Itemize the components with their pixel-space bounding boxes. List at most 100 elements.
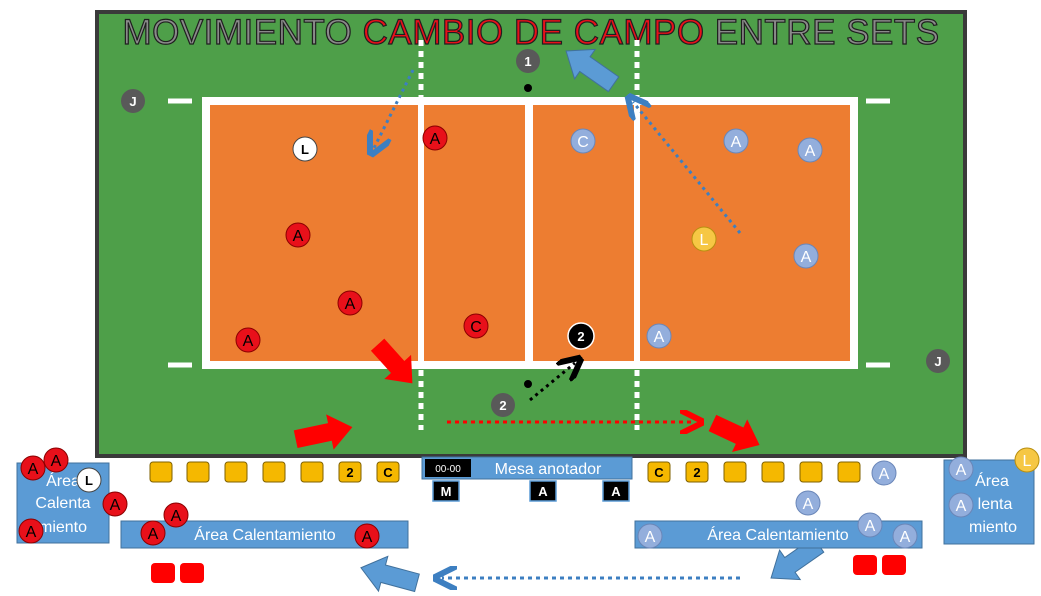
scorer-seat-a	[602, 480, 630, 502]
title-part-2: CAMBIO DE CAMPO	[363, 13, 705, 52]
bench-seat	[149, 461, 173, 483]
warmup-right-player: A	[948, 492, 974, 518]
net-post-top	[524, 84, 532, 92]
warmup-left-player: A	[354, 523, 380, 549]
dotted-arrow-to-net	[633, 102, 742, 234]
scorer-seat-a2-label: A	[611, 484, 621, 499]
scorer-table-panel	[421, 456, 633, 480]
scorer-seat-m-label: M	[441, 484, 452, 499]
right-player: A	[723, 128, 749, 154]
right-player-label: A	[731, 134, 742, 151]
scorer-table-label: Mesa anotador	[495, 461, 602, 478]
warmup-left-player: A	[140, 520, 166, 546]
warmup-right-player-label: A	[645, 529, 656, 546]
bench-seat	[262, 461, 286, 483]
left-player-label: A	[243, 333, 254, 350]
scorer-seat-a	[529, 480, 557, 502]
bench-right-seat-2-label: 2	[693, 465, 700, 480]
warmup-right-player: A	[892, 523, 918, 549]
left-player-label: A	[430, 131, 441, 148]
warmup-left-player: A	[102, 491, 128, 517]
warmup-right-player-label: A	[865, 518, 876, 535]
warmup-right-libero: L	[1014, 447, 1040, 473]
left-libero-label: L	[301, 142, 309, 157]
warmup-left-bottom-label: Área Calentamiento	[194, 525, 336, 544]
warmup-right-libero-label: L	[1023, 453, 1032, 470]
warmup-right-player-label: A	[879, 466, 890, 483]
right-player-label: A	[654, 329, 665, 346]
warmup-right-player-label: A	[900, 529, 911, 546]
left-player: A	[285, 222, 311, 248]
blue-block-arrow-top	[565, 48, 620, 93]
bench-left-seat-c-label: C	[383, 465, 393, 480]
warmup-left-player: A	[18, 518, 44, 544]
second-referee-new-label: 2	[577, 329, 584, 344]
red-chairs-left	[151, 563, 204, 583]
scoreboard-display-text: 00-00	[435, 464, 461, 475]
warmup-left-player-label: A	[171, 508, 182, 525]
line-judge-right: J	[926, 349, 950, 373]
bench-seat	[300, 461, 324, 483]
first-referee-label: 1	[524, 54, 531, 69]
second-referee-new-position: 2	[567, 322, 595, 350]
bench-right: C 2	[647, 461, 861, 483]
warmup-left-player-label: A	[51, 453, 62, 470]
right-player-label: A	[805, 143, 816, 160]
warmup-right-player: A	[948, 456, 974, 482]
right-captain: C	[570, 128, 596, 154]
second-referee: 2	[491, 393, 515, 417]
line-judge-left-label: J	[129, 94, 136, 109]
warmup-right-player-label: A	[803, 496, 814, 513]
warmup-left-libero-label: L	[85, 473, 93, 488]
diagram-title: MOVIMIENTO CAMBIO DE CAMPO ENTRE SETS	[122, 13, 939, 52]
bench-left: 2 C	[149, 461, 400, 483]
first-referee: 1	[516, 49, 540, 73]
right-libero-label: L	[700, 232, 709, 249]
warmup-right-player-label: A	[956, 462, 967, 479]
warmup-left-player: A	[20, 455, 46, 481]
bench-seat	[761, 461, 785, 483]
line-judge-left: J	[121, 89, 145, 113]
warmup-right-player-label: A	[956, 498, 967, 515]
dotted-arrow-to-left-court	[374, 69, 415, 148]
bench-right-seat-c-label: C	[654, 465, 664, 480]
warmup-right-bottom-label: Área Calentamiento	[707, 525, 849, 544]
red-block-arrow-left	[293, 414, 353, 450]
warmup-right-player: A	[795, 490, 821, 516]
scorer-table: 00-00 Mesa anotador M A A	[421, 456, 633, 502]
bench-seat	[224, 461, 248, 483]
bench-seat	[837, 461, 861, 483]
line-judge-right-label: J	[934, 354, 941, 369]
bench-seat-coach-2	[338, 461, 362, 483]
left-player: A	[235, 327, 261, 353]
warmup-left-player: A	[163, 502, 189, 528]
warmup-right-player: A	[857, 512, 883, 538]
right-libero: L	[691, 226, 717, 252]
warmup-left-player-label: A	[28, 461, 39, 478]
right-player-label: A	[801, 249, 812, 266]
right-player: A	[797, 137, 823, 163]
left-captain-label: C	[470, 319, 482, 336]
right-player: A	[646, 323, 672, 349]
bench-seat	[723, 461, 747, 483]
title-part-1: MOVIMIENTO	[122, 13, 362, 52]
scoreboard-display	[425, 459, 471, 477]
bench-seat	[186, 461, 210, 483]
bench-seat	[799, 461, 823, 483]
right-captain-label: C	[577, 134, 589, 151]
warmup-right-player: A	[637, 523, 663, 549]
left-captain: C	[463, 313, 489, 339]
bench-seat-coach-c	[647, 461, 671, 483]
warmup-right-corner-line3: miento	[969, 519, 1017, 536]
warmup-left-player: A	[43, 447, 69, 473]
title-part-3: ENTRE SETS	[705, 13, 940, 52]
warmup-left-corner-line3: miento	[39, 519, 87, 536]
red-block-arrow-right	[708, 414, 760, 453]
warmup-left-corner-line2: Calenta	[35, 495, 90, 512]
left-player-label: A	[345, 296, 356, 313]
blue-block-arrow-bottom-left	[360, 555, 420, 593]
warmup-left-player-label: A	[110, 497, 121, 514]
right-player: A	[793, 243, 819, 269]
scorer-seat-a1-label: A	[538, 484, 548, 499]
